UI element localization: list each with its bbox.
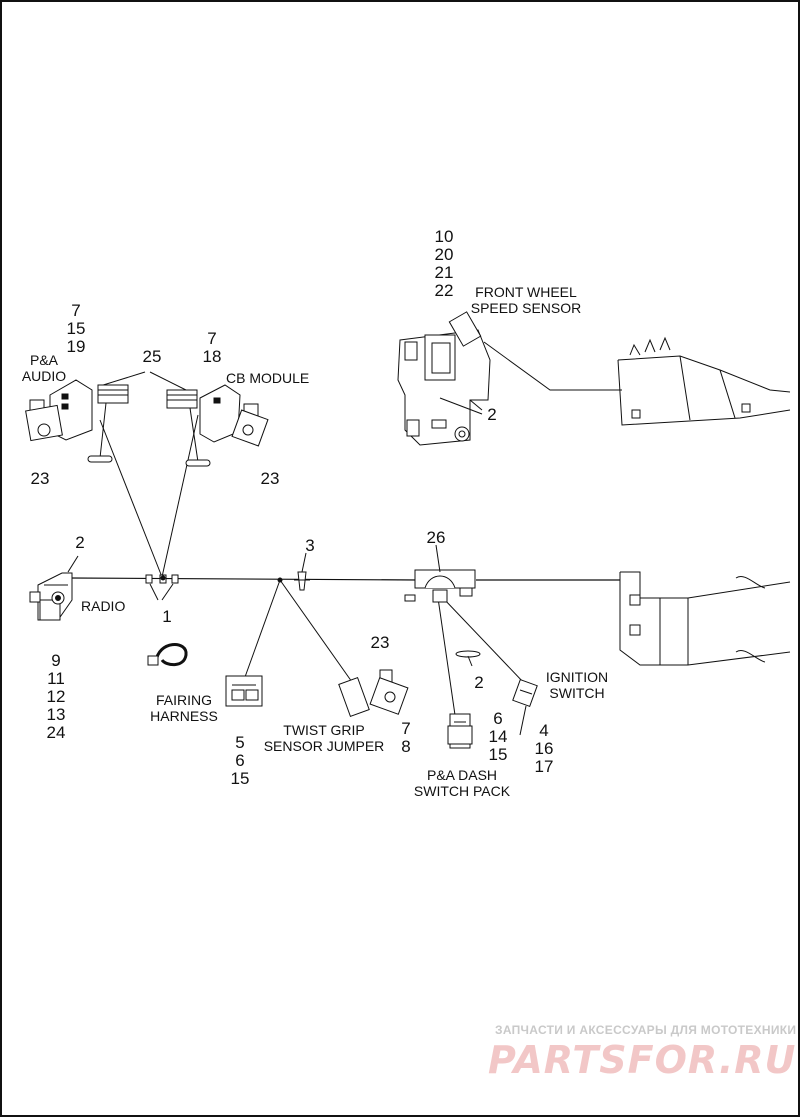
callout-left-23: 23	[30, 469, 50, 488]
front-fender-bracket	[397, 311, 491, 446]
callout-antenna-25: 25	[142, 347, 162, 366]
callout-3-leader	[301, 552, 307, 573]
ignition-switch-label: IGNITION SWITCH	[545, 669, 609, 701]
callout-tie-2: 2	[474, 673, 484, 692]
callout-2-tie-leader	[467, 655, 473, 667]
handlebar-fork-bottom	[619, 571, 791, 666]
callout-clip-3: 3	[305, 536, 315, 555]
watermark-tagline: ЗАПЧАСТИ И АКСЕССУАРЫ ДЛЯ МОТОТЕХНИКИ	[495, 1023, 797, 1037]
push-clip	[277, 571, 310, 591]
callout-pa-audio-stack: 7 15 19	[66, 301, 86, 356]
cb-antenna-lead	[161, 414, 199, 578]
callout-front-wheel-stack: 10 20 21 22	[434, 227, 454, 300]
twist-grip-sensor-jumper-label: TWIST GRIP SENSOR JUMPER	[263, 722, 385, 754]
dash-switch-connector	[447, 713, 473, 749]
dash-switch-branch	[437, 597, 456, 716]
callout-cb-module-stack: 7 18	[202, 329, 222, 366]
radio-label: RADIO	[81, 598, 126, 614]
pa-audio-label: P&A AUDIO	[21, 352, 67, 384]
fairing-harness-label: FAIRING HARNESS	[150, 692, 218, 724]
fairing-branch-line	[244, 579, 281, 678]
harness-clips	[145, 574, 179, 601]
callout-right-23: 23	[260, 469, 280, 488]
cb-module	[199, 384, 269, 447]
watermark-logo: PARTSFOR.RU	[488, 1038, 797, 1082]
callout-clips-1: 1	[162, 607, 172, 626]
main-harness-line	[69, 577, 419, 581]
twist-grip-branch-line	[279, 579, 353, 683]
pa-audio-antenna	[87, 384, 129, 463]
pa-audio-antenna-lead	[99, 419, 163, 578]
pa-dash-switch-pack-label: P&A DASH SWITCH PACK	[413, 767, 511, 799]
ignition-switch-connector	[512, 678, 538, 708]
twist-grip-connector	[338, 669, 409, 718]
speed-sensor-lead	[483, 341, 622, 391]
callout-fairing-stack: 5 6 15	[230, 733, 250, 788]
callout-25-leader-left	[99, 371, 146, 387]
cb-module-label: CB MODULE	[226, 370, 310, 386]
ignition-branch	[442, 597, 526, 685]
pa-audio-module	[25, 379, 93, 442]
callout-4-leader	[519, 705, 527, 736]
callout-2-radio-leader	[67, 555, 79, 573]
handlebar-fork-top	[617, 336, 791, 426]
front-wheel-speed-sensor-label: FRONT WHEEL SPEED SENSOR	[470, 284, 582, 316]
callout-26-leader	[435, 544, 441, 573]
handlebar-clamp-bracket	[404, 569, 476, 603]
callout-dash-stack: 6 14 15	[488, 709, 508, 764]
callout-twist-stack: 7 8	[401, 719, 411, 756]
callout-25-leader-right	[149, 371, 191, 393]
radio-unit	[29, 572, 73, 621]
callout-clip-26: 26	[426, 528, 446, 547]
callout-twist-23: 23	[370, 633, 390, 652]
fairing-harness-connector	[225, 675, 263, 707]
hose-clamp	[147, 643, 188, 667]
callout-radio-2: 2	[75, 533, 85, 552]
cb-antenna	[166, 389, 211, 467]
callout-radio-stack: 9 11 12 13 24	[46, 651, 66, 742]
callout-bracket-2: 2	[487, 405, 497, 424]
callout-ignition-stack: 4 16 17	[534, 721, 554, 776]
